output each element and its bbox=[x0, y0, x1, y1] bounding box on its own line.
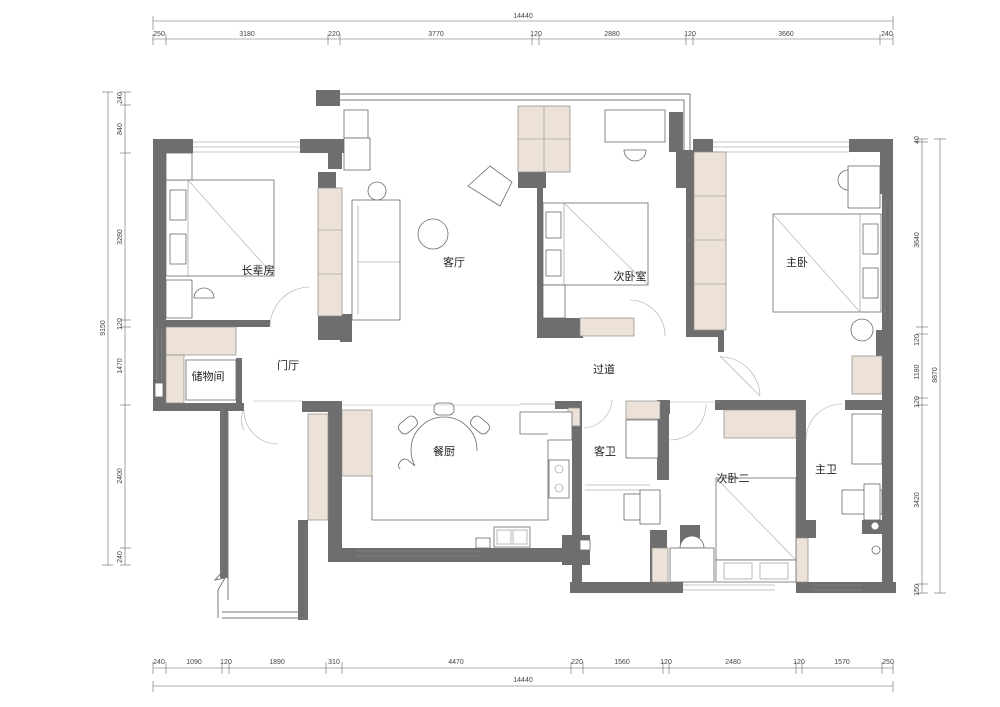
label-elder-room: 长辈房 bbox=[242, 263, 275, 277]
bottom-dimensions: 240 1090 120 1890 310 4470 220 1560 120 … bbox=[152, 659, 894, 692]
dim-bottom-seg: 1090 bbox=[186, 659, 202, 666]
label-storage: 储物间 bbox=[192, 369, 225, 383]
room-labels: 长辈房 客厅 次卧室 主卧 储物间 门厅 过道 餐厨 客卫 次卧二 主卫 bbox=[192, 255, 838, 485]
dim-right-seg: 120 bbox=[914, 334, 921, 346]
dim-bottom-seg: 250 bbox=[882, 659, 894, 666]
dim-bottom-seg: 120 bbox=[793, 659, 805, 666]
dim-bottom-seg: 220 bbox=[571, 659, 583, 666]
right-dimensions: 40 3640 120 1180 120 3420 150 8870 bbox=[914, 136, 946, 596]
dim-left-seg: 840 bbox=[117, 123, 124, 135]
cabinets bbox=[165, 105, 883, 583]
dim-right-seg: 1180 bbox=[914, 364, 921, 379]
dim-bottom-seg: 310 bbox=[328, 659, 340, 666]
dim-bottom-seg: 1570 bbox=[834, 659, 850, 666]
dim-right-seg: 3420 bbox=[914, 492, 921, 508]
dim-bottom-seg: 2480 bbox=[725, 659, 741, 666]
dim-top-seg: 3660 bbox=[778, 31, 794, 38]
dim-bottom-seg: 120 bbox=[660, 659, 672, 666]
dim-bottom-seg: 4470 bbox=[448, 659, 464, 666]
label-second-bedroom-two: 次卧二 bbox=[717, 471, 750, 485]
label-foyer: 门厅 bbox=[277, 358, 299, 372]
dim-left-seg: 120 bbox=[117, 318, 124, 330]
dim-right-total: 8870 bbox=[932, 367, 939, 383]
dim-top-total: 14440 bbox=[513, 13, 533, 20]
windows bbox=[156, 141, 891, 591]
dim-top-seg: 220 bbox=[328, 31, 340, 38]
dim-top-seg: 240 bbox=[881, 31, 893, 38]
dim-left-seg: 1470 bbox=[117, 358, 124, 374]
label-master-bedroom: 主卧 bbox=[786, 256, 808, 269]
label-second-bedroom: 次卧室 bbox=[614, 269, 647, 283]
dim-top-seg: 3180 bbox=[239, 31, 255, 38]
dim-top-seg: 120 bbox=[684, 31, 696, 38]
dim-bottom-total: 14440 bbox=[513, 677, 533, 684]
dim-bottom-seg: 1560 bbox=[614, 659, 630, 666]
label-corridor: 过道 bbox=[593, 362, 615, 376]
top-dimensions: 14440 250 3180 220 3770 120 2880 120 366… bbox=[152, 13, 894, 45]
left-dimensions: 9150 240 840 3280 120 1470 2400 240 bbox=[100, 91, 131, 566]
dim-left-total: 9150 bbox=[100, 320, 107, 336]
dim-left-seg: 240 bbox=[117, 551, 124, 563]
furniture bbox=[154, 109, 883, 583]
dim-right-seg: 3640 bbox=[914, 232, 921, 248]
label-dining-kitchen: 餐厨 bbox=[433, 444, 455, 458]
dim-right-seg: 150 bbox=[914, 584, 921, 596]
dim-right-seg: 40 bbox=[914, 136, 921, 144]
dim-left-seg: 3280 bbox=[117, 229, 124, 245]
label-living-room: 客厅 bbox=[443, 255, 465, 269]
dim-top-seg: 120 bbox=[530, 31, 542, 38]
dim-top-seg: 2880 bbox=[604, 31, 620, 38]
label-master-bath: 主卫 bbox=[815, 463, 837, 476]
dim-bottom-seg: 1890 bbox=[269, 659, 285, 666]
dim-right-seg: 120 bbox=[914, 396, 921, 408]
dim-top-seg: 250 bbox=[153, 31, 165, 38]
dim-bottom-seg: 240 bbox=[153, 659, 165, 666]
dim-top-seg: 3770 bbox=[428, 31, 444, 38]
walls bbox=[153, 90, 896, 620]
dim-left-seg: 2400 bbox=[117, 468, 124, 484]
dim-left-seg: 240 bbox=[117, 92, 124, 104]
door-swings bbox=[241, 286, 843, 445]
label-guest-bath: 客卫 bbox=[594, 444, 616, 458]
dim-bottom-seg: 120 bbox=[220, 659, 232, 666]
